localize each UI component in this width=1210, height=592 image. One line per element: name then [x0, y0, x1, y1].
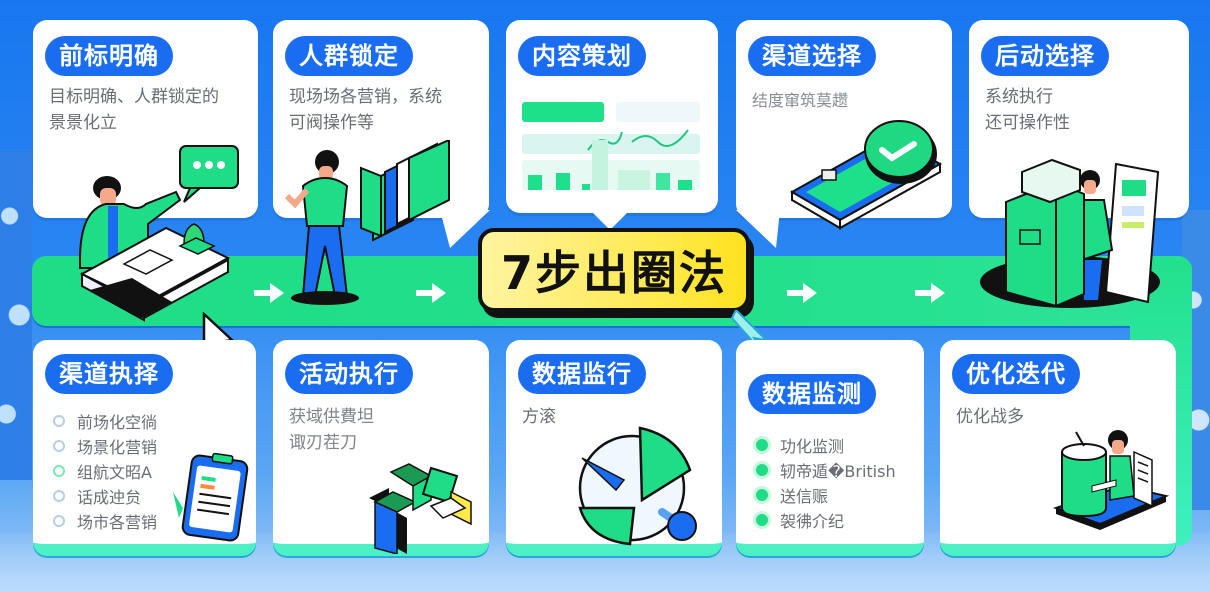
step-title-pill: 渠道执择	[45, 354, 173, 394]
list-item: 前场化空徜	[53, 408, 157, 433]
clipboard-checklist-icon	[173, 452, 249, 542]
step-description: 目标明确、人群锁定的 景景化立	[49, 87, 219, 133]
bullet-dot-icon	[756, 463, 768, 476]
person-with-cylinder-illustration	[1052, 430, 1170, 530]
bullet-dot-icon	[53, 439, 65, 452]
background-pattern-left	[0, 150, 32, 480]
list-item: 话成迚贠	[53, 483, 157, 508]
list-item: 袈彿介纪	[756, 507, 896, 532]
list-item: 送信赈	[756, 482, 896, 507]
list-item: 场市各营销	[53, 508, 157, 533]
isometric-blocks-icon	[369, 463, 472, 554]
step-description: 方滚	[522, 407, 556, 427]
step-description: 现场场各营销，系统 可阀操作等	[289, 87, 442, 133]
list-item: 组航文昭A	[53, 458, 157, 483]
step-card-data-operation: 数据监行 方滚	[506, 340, 722, 556]
bullet-dot-icon	[53, 464, 65, 477]
step-card-data-monitoring: 数据监测 功化监测 轫帝遁�British 送信赈 袈彿介纪	[736, 340, 924, 556]
step-title-pill: 活动执行	[285, 354, 413, 394]
step-title-pill: 数据监测	[748, 374, 876, 414]
arrow-right-icon	[787, 283, 817, 303]
list-item: 功化监测	[756, 432, 896, 457]
step-card-content: 内容策划	[506, 20, 718, 213]
step-title-pill: 数据监行	[518, 354, 646, 394]
pie-gauge-icon	[578, 426, 697, 546]
step-card-channel: 渠道选择 结度窜筑莫趱	[736, 20, 952, 230]
step-title-pill: 后动选择	[981, 36, 1109, 76]
list-item: 场景化营销	[53, 433, 157, 458]
step-description: 系统执行 还可操作性	[985, 87, 1070, 133]
step-title-pill: 内容策划	[518, 36, 646, 76]
step-description: 结度窜筑莫趱	[752, 91, 849, 110]
arrow-right-icon	[915, 283, 945, 303]
card-tail	[440, 210, 490, 248]
step-card-activity-execution: 活动执行 获域供費坦 诹刃茬刀	[273, 340, 489, 556]
main-title: 7步出圈法	[500, 246, 727, 300]
step-title-pill: 优化迭代	[952, 354, 1080, 394]
bullet-dot-icon	[53, 514, 65, 527]
bullet-dot-icon	[756, 488, 768, 501]
bullet-list: 前场化空徜 场景化营销 组航文昭A 话成迚贠 场市各营销	[53, 408, 157, 533]
bullet-dot-icon	[756, 513, 768, 526]
bullet-list: 功化监测 轫帝遁�British 送信赈 袈彿介纪	[756, 432, 896, 532]
main-title-banner: 7步出圈法	[478, 228, 750, 312]
step-card-channel-execution: 渠道执择 前场化空徜 场景化营销 组航文昭A 话成迚贠 场市各营销	[33, 340, 256, 556]
card-tail	[590, 210, 630, 230]
step-title-pill: 人群锁定	[285, 36, 413, 76]
step-title-pill: 前标明确	[45, 36, 173, 76]
bullet-dot-icon	[53, 414, 65, 427]
person-with-books-illustration	[285, 140, 450, 305]
step-title-pill: 渠道选择	[748, 36, 876, 76]
person-at-desk-illustration	[79, 145, 239, 322]
chart-dashboard-icon	[522, 102, 700, 190]
person-at-box-illustration	[980, 158, 1160, 308]
arrow-right-icon	[416, 283, 446, 303]
step-description: 获域供費坦 诹刃茬刀	[289, 407, 374, 453]
bullet-dot-icon	[53, 489, 65, 502]
card-tail	[736, 210, 780, 248]
bullet-dot-icon	[756, 438, 768, 451]
phone-check-icon	[789, 120, 943, 230]
list-item: 轫帝遁�British	[756, 457, 896, 482]
step-description: 优化战多	[956, 407, 1024, 427]
arrow-right-icon	[254, 283, 284, 303]
step-card-optimization: 优化迭代 优化战多	[940, 340, 1176, 556]
